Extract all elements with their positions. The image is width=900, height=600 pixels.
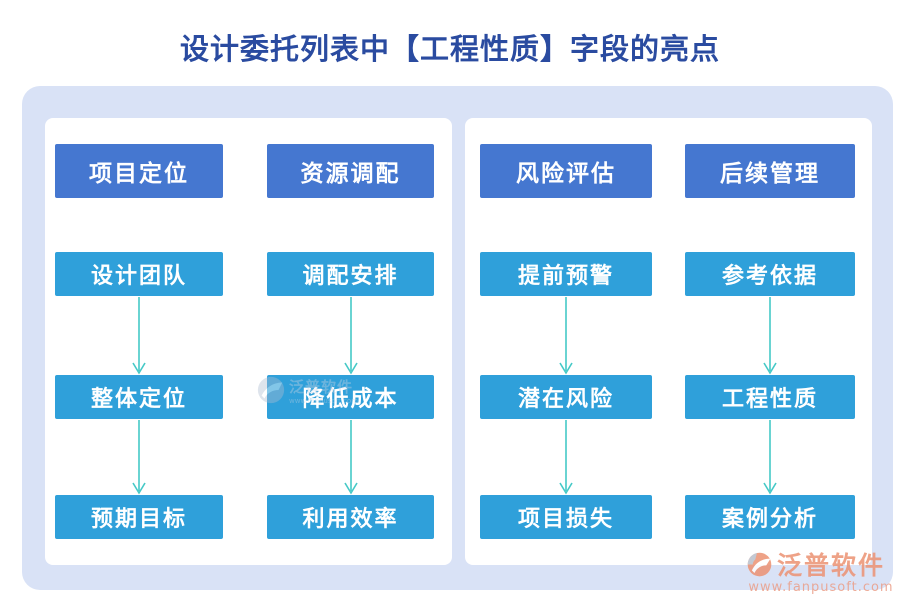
arrow-down-icon <box>343 297 358 375</box>
arrow-down-icon <box>343 420 358 495</box>
watermark-url: www.fanpusoft.com <box>748 580 894 595</box>
diagram-frame: 项目定位 设计团队 整体定位 预期目标 资源调配 调配安排 <box>22 86 893 590</box>
flow-step-box: 整体定位 <box>55 375 223 419</box>
flow-header-box: 风险评估 <box>480 144 652 198</box>
flow-step-box: 调配安排 <box>267 252 434 296</box>
arrow-down-icon <box>763 420 777 495</box>
panel-left: 项目定位 设计团队 整体定位 预期目标 资源调配 调配安排 <box>45 118 452 565</box>
arrow-down-icon <box>559 420 573 495</box>
panel-right: 风险评估 提前预警 潜在风险 项目损失 后续管理 参考依据 <box>465 118 872 565</box>
watermark-corner: 泛普软件 www.fanpusoft.com <box>746 546 896 595</box>
flow-column-follow-up-management: 后续管理 参考依据 工程性质 案例分析 <box>685 118 855 565</box>
flow-step-box: 设计团队 <box>55 252 223 296</box>
flow-header-box: 资源调配 <box>267 144 434 198</box>
arrow-down-icon <box>559 297 573 375</box>
flow-step-box: 项目损失 <box>480 495 652 539</box>
flow-step-box: 案例分析 <box>685 495 855 539</box>
arrow-down-icon <box>132 297 146 375</box>
flow-step-box: 提前预警 <box>480 252 652 296</box>
flow-step-box: 潜在风险 <box>480 375 652 419</box>
flow-step-box: 降低成本 <box>267 375 434 419</box>
page-title: 设计委托列表中【工程性质】字段的亮点 <box>179 32 720 66</box>
flow-column-project-positioning: 项目定位 设计团队 整体定位 预期目标 <box>55 118 223 565</box>
flow-header-box: 后续管理 <box>685 144 855 198</box>
fanpu-logo-icon <box>747 552 772 576</box>
flow-step-box: 工程性质 <box>685 375 855 419</box>
flow-column-resource-allocation: 资源调配 调配安排 降低成本 利用效率 <box>267 118 434 565</box>
flow-step-box: 利用效率 <box>267 495 434 539</box>
flow-column-risk-assessment: 风险评估 提前预警 潜在风险 项目损失 <box>480 118 652 565</box>
flow-step-box: 参考依据 <box>685 252 855 296</box>
watermark-brand-row: 泛普软件 <box>746 546 896 582</box>
arrow-down-icon <box>132 420 146 495</box>
watermark-brand: 泛普软件 <box>777 551 886 580</box>
arrow-down-icon <box>763 297 777 375</box>
flow-header-box: 项目定位 <box>55 144 223 198</box>
flow-step-box: 预期目标 <box>55 495 223 539</box>
